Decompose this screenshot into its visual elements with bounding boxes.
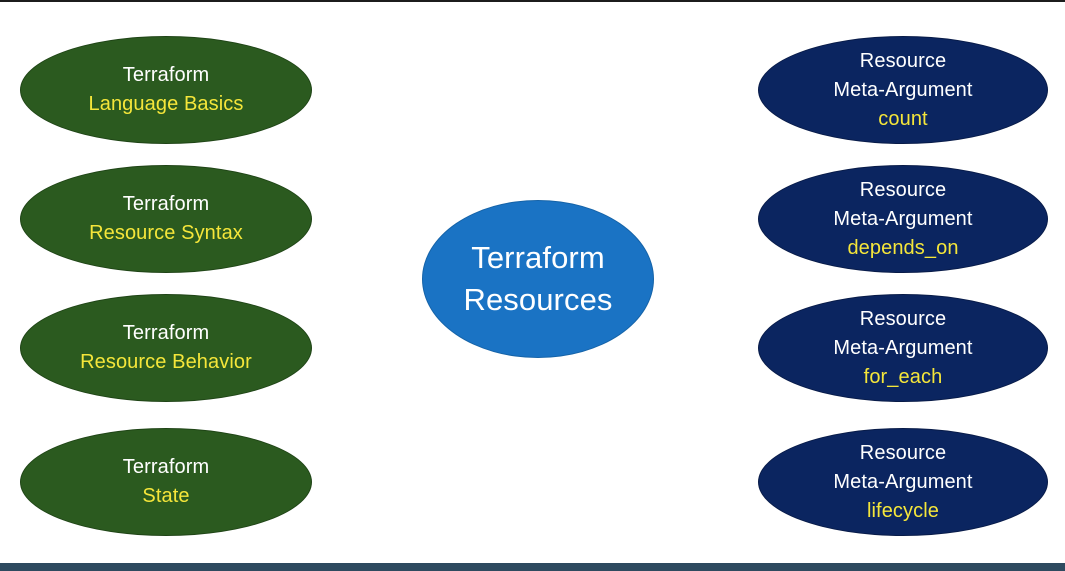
node-meta-lifecycle: Resource Meta-Argument lifecycle: [758, 428, 1048, 536]
node-subtitle: Language Basics: [88, 93, 244, 115]
node-title: Terraform: [122, 64, 210, 86]
node-meta-depends-on: Resource Meta-Argument depends_on: [758, 165, 1048, 273]
top-border: [0, 0, 1065, 2]
node-subtitle: Meta-Argument: [833, 336, 973, 359]
node-subtitle: Meta-Argument: [833, 470, 973, 493]
node-resource-syntax: Terraform Resource Syntax: [20, 165, 312, 273]
center-title-line1: Terraform: [471, 240, 605, 275]
node-title: Terraform: [122, 193, 210, 215]
node-keyword: count: [878, 107, 928, 130]
node-subtitle: Meta-Argument: [833, 207, 973, 230]
node-title: Terraform: [122, 456, 210, 478]
node-title: Terraform: [122, 322, 210, 344]
node-subtitle: Meta-Argument: [833, 78, 973, 101]
node-subtitle: Resource Syntax: [89, 222, 243, 244]
node-title: Resource: [859, 441, 947, 464]
node-meta-count: Resource Meta-Argument count: [758, 36, 1048, 144]
node-keyword: lifecycle: [866, 499, 940, 522]
node-subtitle: Resource Behavior: [80, 351, 252, 373]
center-node-terraform-resources: Terraform Resources: [422, 200, 654, 358]
bottom-bar: [0, 563, 1065, 571]
center-title-line2: Resources: [463, 282, 613, 317]
node-state: Terraform State: [20, 428, 312, 536]
node-resource-behavior: Terraform Resource Behavior: [20, 294, 312, 402]
node-meta-for-each: Resource Meta-Argument for_each: [758, 294, 1048, 402]
node-keyword: depends_on: [847, 236, 959, 259]
node-subtitle: State: [142, 485, 190, 507]
node-keyword: for_each: [863, 365, 943, 388]
node-title: Resource: [859, 178, 947, 201]
node-language-basics: Terraform Language Basics: [20, 36, 312, 144]
node-title: Resource: [859, 49, 947, 72]
node-title: Resource: [859, 307, 947, 330]
